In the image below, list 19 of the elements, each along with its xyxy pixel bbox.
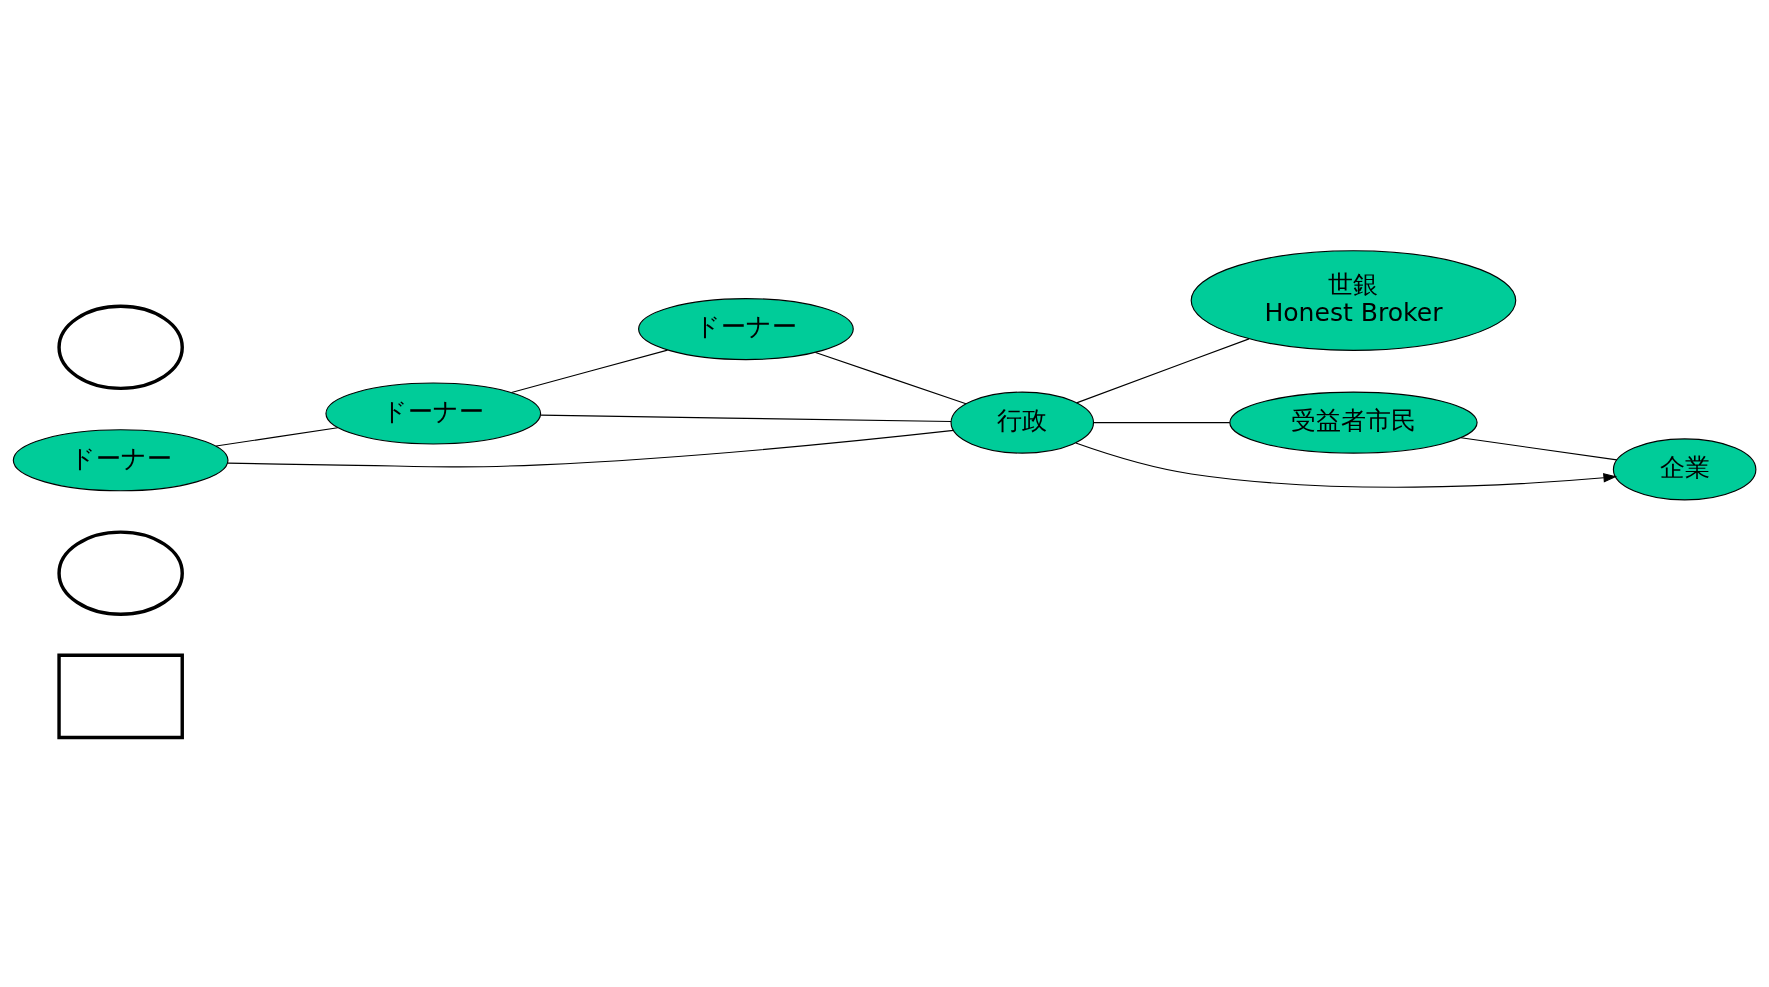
arrow	[1075, 441, 1618, 488]
node-box	[57, 653, 184, 739]
node-ellipse: 世銀 Honest Broker	[1190, 249, 1517, 351]
connector	[215, 426, 339, 447]
connector	[814, 351, 967, 404]
node-ellipse	[57, 304, 184, 390]
connector	[1460, 436, 1618, 460]
node-ellipse: ドーナー	[12, 428, 229, 491]
node-ellipse	[57, 529, 184, 616]
node-ellipse: ドーナー	[638, 297, 854, 360]
node-ellipse: ドーナー	[325, 381, 542, 445]
connector	[227, 429, 955, 467]
node-ellipse: 受益者市民	[1229, 391, 1478, 454]
connector	[1076, 337, 1250, 403]
connector	[510, 349, 669, 393]
node-ellipse: 企業	[1612, 437, 1757, 500]
node-ellipse: 行政	[950, 391, 1095, 454]
connector	[540, 414, 952, 422]
connector	[1093, 421, 1231, 423]
